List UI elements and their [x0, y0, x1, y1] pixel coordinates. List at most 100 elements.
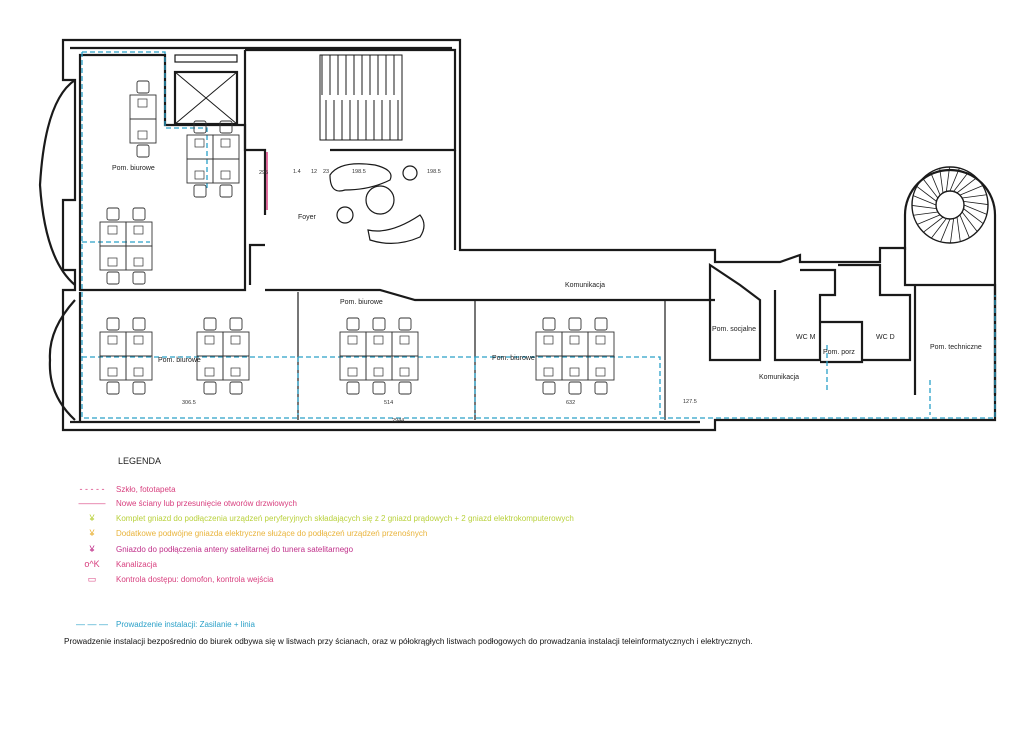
- wall-wc-m: [773, 268, 837, 362]
- spiral-step: [963, 200, 989, 205]
- monitor-icon: [204, 367, 215, 377]
- room-label: Pom. techniczne: [930, 344, 982, 351]
- desk-clusters: [99, 80, 615, 395]
- walls: [38, 38, 997, 432]
- chair: [542, 381, 556, 395]
- chair: [346, 381, 360, 395]
- dimension: 306.5: [182, 400, 196, 406]
- chair: [372, 381, 386, 395]
- spiral-step: [939, 168, 944, 193]
- spiral-step: [930, 172, 941, 196]
- chair: [106, 207, 120, 221]
- spiral-step: [949, 168, 960, 192]
- monitor-icon: [595, 335, 606, 345]
- round-stool: [402, 165, 418, 181]
- room-label: Pom. socjalne: [712, 326, 756, 333]
- spiral-step: [913, 211, 938, 216]
- room-label: Komunikacja: [565, 282, 605, 289]
- monitor-icon: [107, 257, 118, 267]
- inner-outer-wall: [70, 46, 700, 424]
- dimension: 198.5: [352, 169, 366, 175]
- chair: [132, 271, 146, 285]
- desk: [391, 355, 419, 381]
- spiral-step: [956, 217, 961, 242]
- bay-window-bottom: [48, 299, 76, 421]
- desk: [125, 355, 153, 381]
- desk-cluster: [535, 317, 615, 395]
- chair: [594, 381, 608, 395]
- chair: [132, 207, 146, 221]
- desk-cluster: [186, 120, 240, 198]
- dimension: 295: [259, 170, 268, 176]
- monitor-icon: [220, 170, 231, 180]
- desk: [129, 118, 157, 144]
- chair: [193, 184, 207, 198]
- chair: [398, 317, 412, 331]
- spiral-tower: [903, 168, 997, 285]
- wall-technical: [913, 285, 997, 395]
- chair: [594, 317, 608, 331]
- monitor-icon: [543, 367, 554, 377]
- wall-topleft-room: [78, 53, 247, 292]
- room-label: Pom. biurowe: [158, 357, 201, 364]
- spiral-step: [922, 178, 939, 199]
- dimension: 23: [323, 169, 329, 175]
- chair: [106, 271, 120, 285]
- chair: [203, 317, 217, 331]
- monitor-icon: [569, 367, 580, 377]
- wall-wc-d: [838, 263, 912, 362]
- chair: [219, 120, 233, 134]
- chair: [193, 120, 207, 134]
- staircase: [319, 54, 403, 141]
- desk: [222, 355, 250, 381]
- spiral-step: [913, 195, 937, 206]
- foyer-wall: [265, 150, 715, 302]
- spiral-step: [959, 185, 983, 196]
- spiral-step: [959, 214, 970, 238]
- monitor-icon: [230, 367, 241, 377]
- chair: [106, 381, 120, 395]
- desk-cluster: [129, 80, 157, 158]
- outer-wall: [61, 38, 997, 432]
- monitor-icon: [133, 367, 144, 377]
- curved-sofa: [367, 214, 425, 244]
- bay-window-top: [38, 79, 76, 286]
- chair: [203, 381, 217, 395]
- monitor-icon: [133, 335, 144, 345]
- room-label: Pom. biurowe: [112, 165, 155, 172]
- room-label: WC M: [796, 334, 816, 341]
- desk-cluster: [196, 317, 250, 395]
- chair: [542, 317, 556, 331]
- spiral-step: [945, 166, 950, 192]
- spiral-step: [956, 177, 977, 194]
- elevator-bar: [174, 54, 238, 63]
- desk-cluster: [99, 317, 153, 395]
- spiral-step: [962, 194, 987, 199]
- chair: [372, 317, 386, 331]
- round-table: [365, 185, 395, 215]
- monitor-icon: [220, 138, 231, 148]
- monitor-icon: [107, 225, 118, 235]
- desk-cluster: [339, 317, 419, 395]
- curved-sofa: [329, 163, 392, 192]
- chair: [568, 317, 582, 331]
- monitor-icon: [137, 98, 148, 108]
- monitor-icon: [347, 335, 358, 345]
- dimension: 514: [384, 400, 393, 406]
- chair: [568, 381, 582, 395]
- dimension: 198.5: [427, 169, 441, 175]
- spiral-step: [916, 186, 937, 202]
- spiral-step: [931, 218, 947, 239]
- chair: [229, 381, 243, 395]
- spiral-step: [923, 216, 944, 233]
- desk: [125, 245, 153, 271]
- stair-hall-wall: [243, 48, 457, 285]
- monitor-icon: [133, 225, 144, 235]
- dimension: 632: [566, 400, 575, 406]
- monitor-icon: [373, 335, 384, 345]
- spiral-step: [911, 205, 937, 210]
- spiral-step: [963, 204, 987, 215]
- dimension: 1.4: [293, 169, 301, 175]
- monitor-icon: [107, 367, 118, 377]
